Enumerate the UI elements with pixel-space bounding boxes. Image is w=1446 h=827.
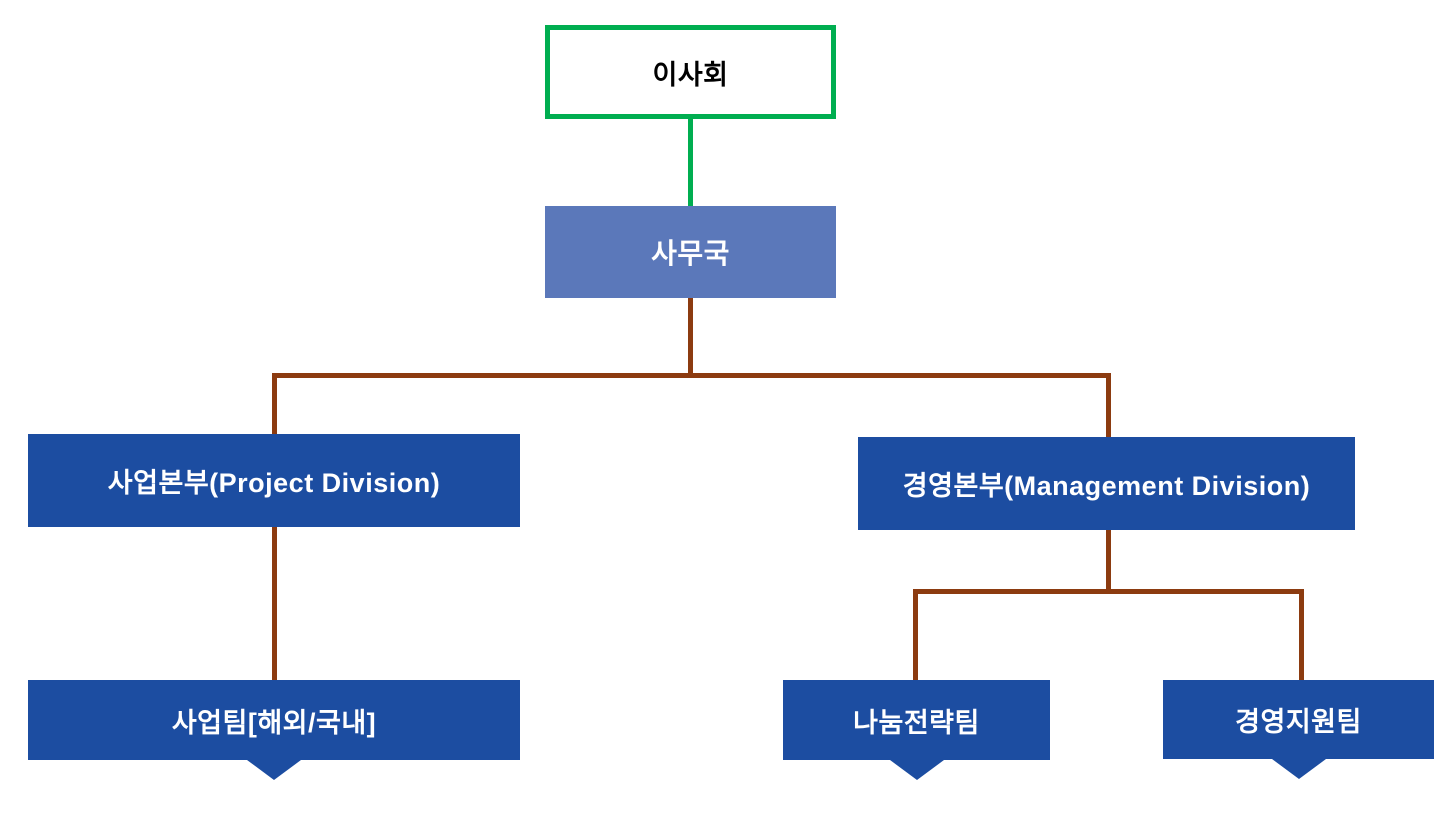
connector-drop-management-support-team: [1299, 589, 1304, 681]
node-project-team: 사업팀[해외/국내]: [28, 680, 520, 780]
node-management-support-team: 경영지원팀: [1163, 680, 1434, 779]
node-secretariat: 사무국: [545, 206, 836, 298]
connector-management-division-stem: [1106, 530, 1111, 590]
down-pointer-icon: [1271, 759, 1326, 779]
node-project-division: 사업본부(Project Division): [28, 434, 520, 527]
connector-secretariat-stem: [688, 298, 693, 378]
node-board-label: 이사회: [652, 59, 729, 90]
node-project-team-label: 사업팀[해외/국내]: [171, 707, 377, 738]
connector-drop-sharing-strategy-team: [913, 589, 918, 681]
node-sharing-strategy-team-label: 나눔전략팀: [853, 707, 980, 738]
node-board: 이사회: [545, 25, 836, 119]
connector-board-secretariat: [688, 118, 693, 207]
connector-main-branch: [272, 373, 1111, 378]
node-management-division-label: 경영본부(Management Division): [902, 471, 1311, 501]
connector-project-division-team: [272, 527, 277, 681]
node-management-support-team-label: 경영지원팀: [1235, 707, 1362, 737]
connector-management-branch: [913, 589, 1304, 594]
connector-drop-management-division: [1106, 373, 1111, 438]
node-secretariat-label: 사무국: [651, 238, 730, 269]
down-pointer-icon: [889, 760, 944, 780]
node-sharing-strategy-team: 나눔전략팀: [783, 680, 1050, 780]
connector-drop-project-division: [272, 373, 277, 435]
node-project-division-label: 사업본부(Project Division): [107, 468, 441, 498]
down-pointer-icon: [247, 760, 301, 780]
node-management-division: 경영본부(Management Division): [858, 437, 1355, 530]
